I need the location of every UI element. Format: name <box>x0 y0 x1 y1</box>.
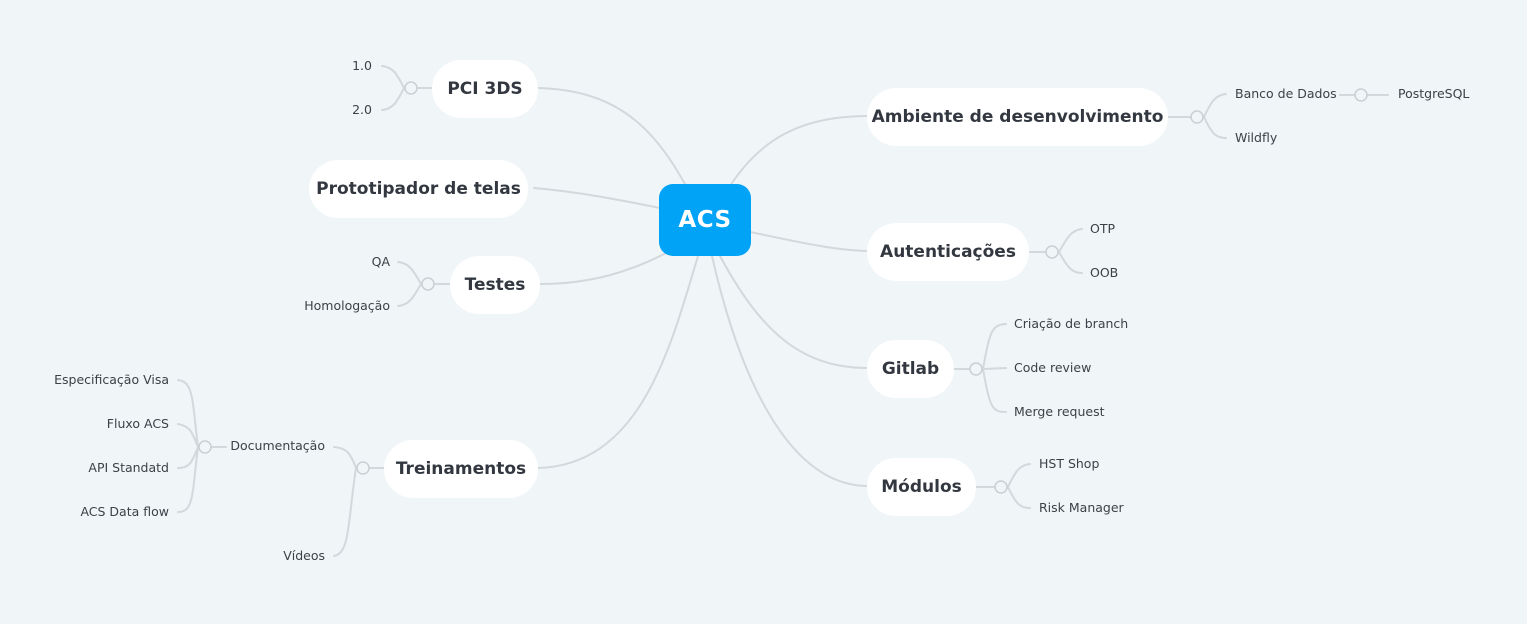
subtopic-api-standatd[interactable]: API Standatd <box>88 460 169 475</box>
subtopic-hst-shop[interactable]: HST Shop <box>1039 456 1100 471</box>
ambiente-branch-node <box>1190 110 1204 124</box>
topic-pci-3ds[interactable]: PCI 3DS <box>432 60 538 118</box>
topic-autenticacoes[interactable]: Autenticações <box>867 223 1029 281</box>
subtopic-videos[interactable]: Vídeos <box>283 548 325 563</box>
subtopic-documentacao[interactable]: Documentação <box>230 438 325 453</box>
modulos-branch-node <box>994 480 1008 494</box>
connector-central-prototipador <box>533 187 661 209</box>
subtopic-otp[interactable]: OTP <box>1090 221 1116 236</box>
topic-testes[interactable]: Testes <box>450 256 540 314</box>
topic-ambiente-de-desenvolvimento[interactable]: Ambiente de desenvolvimento <box>867 88 1168 146</box>
connector-central-modulos <box>711 255 869 487</box>
subtopic-risk-manager[interactable]: Risk Manager <box>1039 500 1124 515</box>
connector-central-pci <box>537 87 687 187</box>
connector-central-autenticacoes <box>749 231 869 252</box>
subtopic-banco-de-dados[interactable]: Banco de Dados <box>1235 86 1337 101</box>
topic-gitlab[interactable]: Gitlab <box>867 340 954 398</box>
subtopic-merge-request[interactable]: Merge request <box>1014 404 1105 419</box>
connector-central-testes <box>539 251 669 285</box>
subtopic-testes-qa[interactable]: QA <box>371 254 390 269</box>
topic-prototipador-de-telas[interactable]: Prototipador de telas <box>309 160 528 218</box>
gitlab-branch-node <box>969 362 983 376</box>
subtopic-pci-1-0[interactable]: 1.0 <box>352 58 372 73</box>
treinamentos-branch-node <box>356 461 370 475</box>
documentacao-branch-node <box>198 440 212 454</box>
subtopic-oob[interactable]: OOB <box>1090 265 1119 280</box>
connector-central-treinamentos <box>537 255 699 469</box>
pci-branch-node <box>404 81 418 95</box>
testes-branch-node <box>421 277 435 291</box>
topic-treinamentos[interactable]: Treinamentos <box>384 440 538 498</box>
central-topic-acs[interactable]: ACS <box>659 184 751 256</box>
subtopic-postgresql[interactable]: PostgreSQL <box>1398 86 1470 101</box>
banco-branch-node <box>1354 88 1368 102</box>
subtopic-wildfly[interactable]: Wildfly <box>1235 130 1278 145</box>
subtopic-especificacao-visa[interactable]: Especificação Visa <box>54 372 169 387</box>
connector-central-ambiente <box>729 115 869 187</box>
subtopic-criacao-de-branch[interactable]: Criação de branch <box>1014 316 1129 331</box>
subtopic-code-review[interactable]: Code review <box>1014 360 1092 375</box>
subtopic-fluxo-acs[interactable]: Fluxo ACS <box>106 416 169 431</box>
topic-modulos[interactable]: Módulos <box>867 458 976 516</box>
connector-central-gitlab <box>719 255 869 369</box>
subtopic-acs-data-flow[interactable]: ACS Data flow <box>80 504 169 519</box>
autenticacoes-branch-node <box>1045 245 1059 259</box>
subtopic-testes-homologacao[interactable]: Homologação <box>304 298 390 313</box>
subtopic-pci-2-0[interactable]: 2.0 <box>352 102 372 117</box>
